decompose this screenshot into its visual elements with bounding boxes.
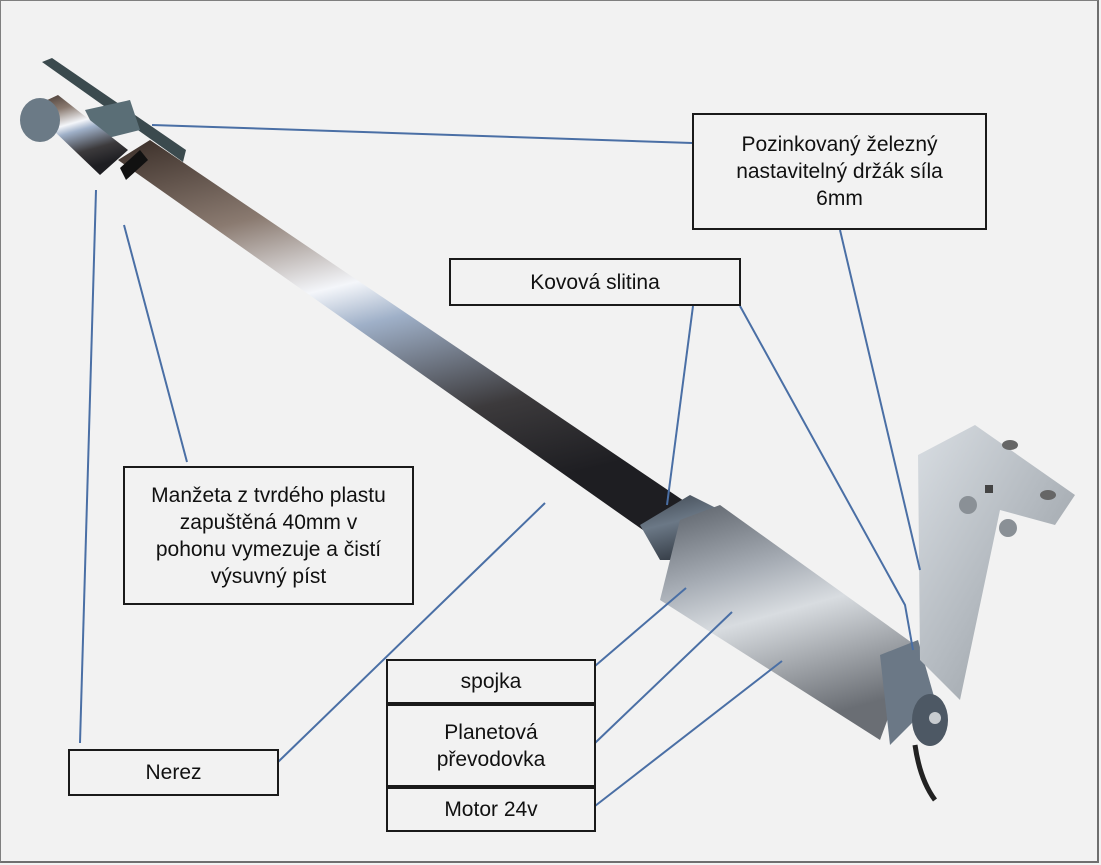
- label-motor: Motor 24v: [386, 787, 596, 832]
- leader-lines: [79, 124, 921, 807]
- label-clutch: spojka: [386, 659, 596, 704]
- label-gearbox: Planetová převodovka: [386, 704, 596, 787]
- label-alloy: Kovová slitina: [449, 258, 741, 306]
- motor-housing: [660, 505, 948, 802]
- label-sleeve: Manžeta z tvrdého plastu zapuštěná 40mm …: [123, 466, 414, 605]
- label-stainless: Nerez: [68, 749, 279, 796]
- piston-rod: [20, 95, 690, 535]
- rear-bracket: [918, 425, 1075, 700]
- label-bracket: Pozinkovaný železný nastavitelný držák s…: [692, 113, 987, 230]
